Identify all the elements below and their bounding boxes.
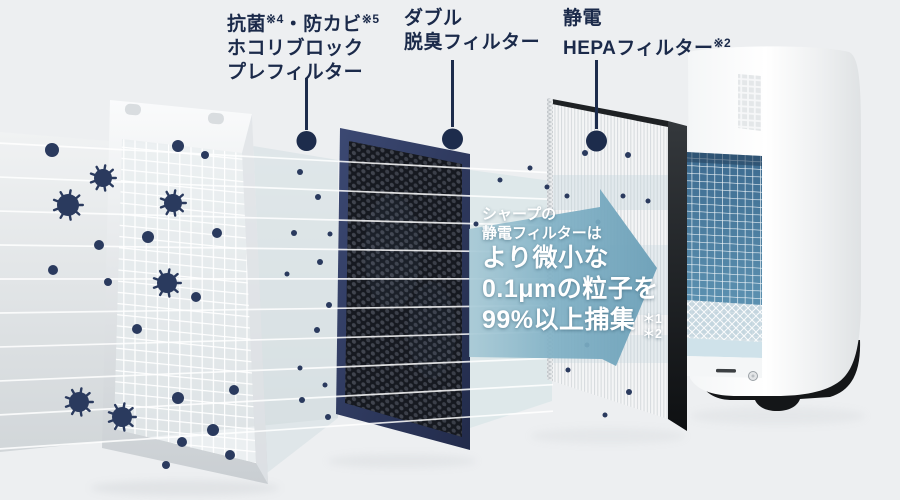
dust-particle	[626, 389, 632, 395]
deodorizer-label: ダブル 脱臭フィルター	[404, 7, 540, 55]
dust-particle	[94, 240, 104, 250]
dust-particle	[317, 259, 323, 265]
dust-particle	[497, 177, 503, 183]
dust-particle	[625, 152, 631, 158]
dust-particle	[473, 221, 479, 227]
dust-particle	[142, 231, 154, 243]
airflow-streak	[0, 142, 554, 174]
airflow-streak	[0, 304, 554, 314]
deodorizer-leader-dot	[442, 128, 463, 150]
air-purifier-body	[686, 46, 861, 411]
dust-particle	[297, 169, 303, 175]
airflow-streak	[0, 410, 554, 450]
prefilter-label-line3: プレフィルター	[227, 62, 364, 83]
prefilter-label: 抗菌※4・防カビ※5 ホコリブロック プレフィルター	[227, 7, 380, 85]
dust-particle	[327, 231, 333, 237]
dust-particle	[162, 461, 170, 469]
hepa-label-line1: 静電	[563, 8, 603, 29]
virus-particle	[89, 164, 118, 192]
hepa-label-line2: HEPAフィルター※2	[563, 36, 732, 59]
dust-particle	[132, 324, 142, 334]
virus-particle	[52, 189, 85, 221]
prefilter-handle-notch	[124, 103, 141, 116]
dust-particle	[602, 412, 608, 418]
virus-particle	[64, 387, 95, 417]
deodorizer-label-line2: 脱臭フィルター	[404, 32, 541, 53]
dust-particle	[48, 265, 58, 275]
virus-particle	[159, 189, 188, 217]
prefilter-panel	[102, 100, 268, 484]
airflow-streak	[0, 176, 554, 201]
dust-particle	[207, 424, 219, 436]
dust-particle	[564, 193, 570, 199]
dust-particle	[527, 165, 533, 171]
deodorizer-panel	[336, 128, 470, 450]
arrow-caption-intro1: シャープの	[482, 206, 557, 223]
dust-particle	[104, 278, 112, 286]
arrow-caption: シャープの 静電フィルターは より微小な 0.1μmの粒子を 99%以上捕集 ＊…	[482, 205, 662, 342]
appliance-vent-grid	[738, 74, 761, 131]
dust-particle	[325, 414, 331, 420]
arrow-caption-notes: ＊1 ＊2	[642, 312, 662, 341]
leader-dots	[296, 128, 607, 152]
airflow-streak	[0, 244, 554, 254]
airflow-streak	[0, 330, 554, 348]
dust-particle	[284, 271, 290, 277]
dust-particle	[565, 367, 571, 373]
airflow-streak	[0, 383, 554, 416]
dust-particle	[212, 228, 222, 238]
airflow-streak-lines	[0, 142, 554, 450]
airflow-arrow	[469, 189, 657, 366]
dust-particle	[172, 392, 184, 404]
appliance-floor-mesh	[686, 300, 762, 342]
dust-particle	[620, 193, 626, 199]
appliance-intake-grid	[686, 152, 762, 340]
dust-particle	[229, 385, 239, 395]
ground-shadows	[90, 407, 866, 496]
dust-particle	[326, 302, 332, 308]
hepa-leader-dot	[586, 130, 607, 152]
dust-particle	[299, 397, 305, 403]
arrow-caption-big1: より微小な	[482, 244, 610, 272]
deodorizer-label-line1: ダブル	[404, 8, 463, 29]
dust-particle	[201, 151, 209, 159]
prefilter-label-line1: 抗菌※4・防カビ※5	[227, 12, 380, 35]
leader-lines	[305, 60, 598, 130]
dust-particle	[322, 382, 328, 388]
hepa-label: 静電 HEPAフィルター※2	[563, 7, 731, 61]
dust-particle	[314, 327, 320, 333]
airflow-streak	[0, 210, 554, 227]
airflow-streak	[0, 357, 554, 382]
arrow-caption-big3: 99%以上捕集	[482, 306, 636, 334]
virus-particle	[152, 268, 183, 298]
dust-particle	[191, 292, 201, 302]
dust-particle	[45, 143, 59, 157]
dust-particle	[315, 194, 321, 200]
dust-particle	[177, 437, 187, 447]
dust-particle	[582, 150, 588, 156]
appliance-slot-detail	[715, 368, 736, 373]
dust-particle	[225, 450, 235, 460]
prefilter-label-line2: ホコリブロック	[227, 38, 364, 59]
prefilter-grid	[114, 139, 256, 463]
dust-particle	[645, 198, 651, 204]
arrow-caption-big2: 0.1μmの粒子を	[482, 275, 659, 303]
prefilter-leader-dot	[296, 131, 317, 151]
dust-particle	[297, 365, 303, 371]
dust-particles-layer	[45, 140, 651, 469]
dust-particle	[172, 140, 184, 152]
prefilter-handle-notch	[207, 112, 224, 125]
dust-particle	[291, 230, 297, 236]
dust-particle	[544, 184, 550, 190]
virus-particle	[107, 402, 138, 432]
arrow-caption-intro2: 静電フィルターは	[482, 225, 602, 242]
